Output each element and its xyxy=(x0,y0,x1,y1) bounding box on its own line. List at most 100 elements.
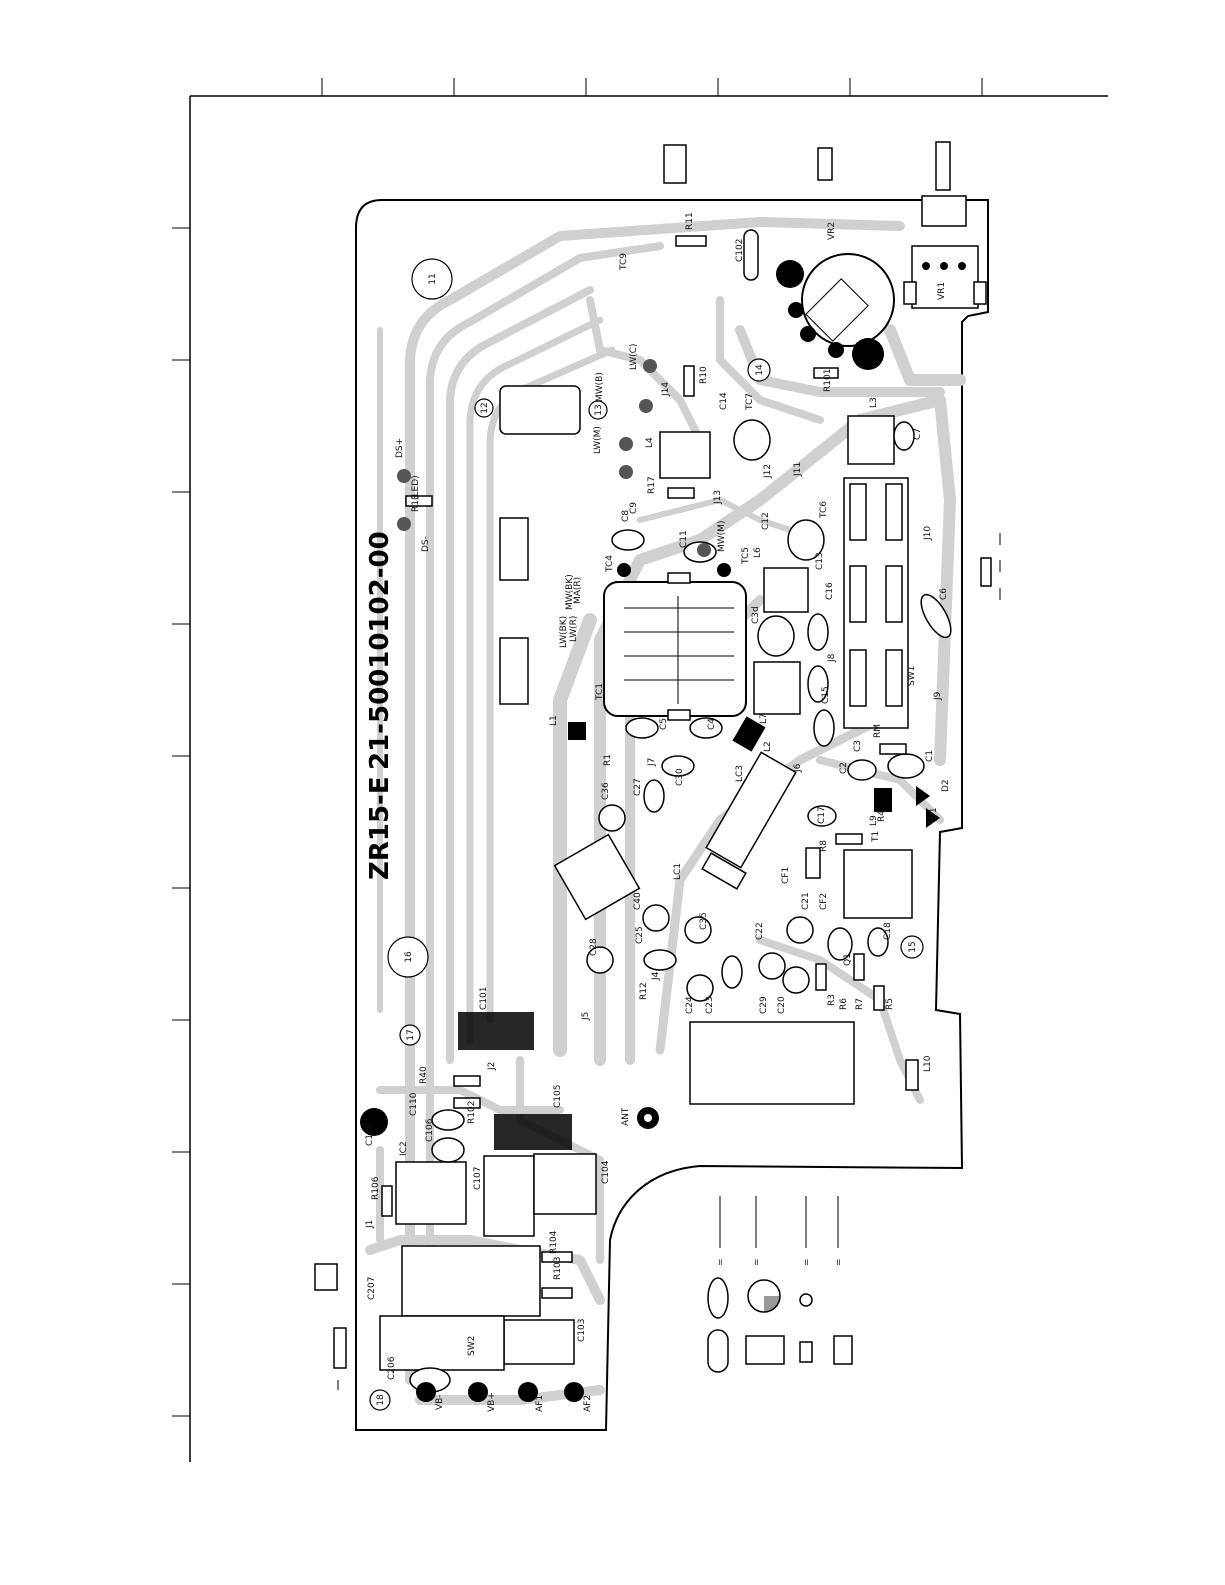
component-label-l6: L6 xyxy=(753,547,763,558)
component-label-lw-c-: LW(C) xyxy=(629,344,639,370)
component-label-r12: R12 xyxy=(639,982,649,1000)
component-label-c40: C40 xyxy=(633,892,643,910)
component-label-c104: C104 xyxy=(601,1160,611,1184)
component-label-mw-m-: MW(M) xyxy=(717,521,727,552)
component-label-mw-bk-: MW(BK) xyxy=(565,574,575,610)
component-label-c101: C101 xyxy=(479,987,489,1010)
component-label-c16: C16 xyxy=(825,582,835,600)
symbol-legend xyxy=(707,1196,853,1373)
coils xyxy=(553,415,913,921)
component-label-ma-r-: MA(R) xyxy=(573,577,583,604)
component-label-r13: R13 xyxy=(411,494,421,512)
component-label-ic2: IC2 xyxy=(399,1141,409,1156)
component-label-c3d: C3d xyxy=(751,606,761,624)
component-label-r5: R5 xyxy=(885,998,895,1010)
component-label-j13: J13 xyxy=(713,490,723,505)
component-label-r17: R17 xyxy=(647,476,657,494)
component-label-c20: C20 xyxy=(777,996,787,1014)
component-label-c12: C12 xyxy=(761,512,771,530)
tuning-capacitor-block xyxy=(603,563,747,721)
component-label-c4: C4 xyxy=(707,718,717,730)
mount-holes xyxy=(369,258,924,1411)
mount-hole-number-17: 17 xyxy=(406,1029,416,1040)
mount-hole-number-12: 12 xyxy=(480,402,490,413)
mount-hole-number-11: 11 xyxy=(428,273,438,284)
component-label-af1: AF1 xyxy=(535,1395,545,1412)
component-label-j5: J5 xyxy=(581,1012,591,1021)
component-label-r40: R40 xyxy=(419,1066,429,1084)
component-label-vb-: VB- xyxy=(435,1394,445,1410)
component-label-r3: R3 xyxy=(827,994,837,1006)
component-label-c1: C1 xyxy=(925,750,935,762)
mount-hole-number-15: 15 xyxy=(908,941,918,952)
part-number-label: 21-50010102-00 xyxy=(365,531,395,770)
component-label-c15: C15 xyxy=(821,686,831,704)
component-label-c105: C105 xyxy=(553,1085,563,1108)
component-label-l9: L9 xyxy=(869,815,879,826)
component-label-mw-b-: MW(B) xyxy=(595,372,605,402)
component-label-l7: L7 xyxy=(759,713,769,724)
component-label-j4: J4 xyxy=(651,971,661,981)
component-label-c11: C11 xyxy=(679,530,689,548)
component-label-tc9: TC9 xyxy=(619,253,629,271)
legend-equals-0: = xyxy=(716,1258,726,1266)
mount-hole-13 xyxy=(588,400,608,420)
legend-equals-2: = xyxy=(802,1258,812,1266)
component-label-j1: J1 xyxy=(365,1220,375,1229)
component-label-c29: C29 xyxy=(759,996,769,1014)
component-label-q1: Q1 xyxy=(843,953,853,966)
component-label-c106: C106 xyxy=(425,1118,435,1142)
component-label-sw1: SW1 xyxy=(907,666,917,686)
component-label-r106: R106 xyxy=(371,1176,381,1200)
component-label-tc1: TC1 xyxy=(595,683,605,701)
component-label-lw-m-: LW(M) xyxy=(593,426,603,454)
component-label-j9: J9 xyxy=(933,691,943,701)
component-label-l1: L1 xyxy=(549,715,559,726)
component-label-c36: C36 xyxy=(601,782,611,800)
mount-hole-15 xyxy=(900,935,924,959)
drawing-frame xyxy=(172,78,1108,1462)
component-label-j14: J14 xyxy=(661,382,671,397)
component-label-lc3: LC3 xyxy=(735,765,745,782)
component-label--led-: (LED) xyxy=(411,475,421,500)
vr1-potentiometer xyxy=(903,195,987,309)
component-label-c8: C8 xyxy=(621,510,631,522)
battery-and-output-terminals xyxy=(416,1382,584,1402)
component-label-l3: L3 xyxy=(869,397,879,408)
component-label-vr1: VR1 xyxy=(937,282,947,300)
mount-hole-number-14: 14 xyxy=(755,364,765,376)
mount-hole-18 xyxy=(369,1389,391,1411)
component-label-c207: C207 xyxy=(367,1277,377,1300)
component-label-c18: C18 xyxy=(883,922,893,940)
component-label-r8: R8 xyxy=(819,840,829,852)
legend-equals-1: = xyxy=(752,1258,762,1266)
component-label-lw-r-: LW(R) xyxy=(569,616,579,642)
component-label-c206: C206 xyxy=(387,1356,397,1380)
component-label-r102: R102 xyxy=(467,1101,477,1124)
component-label-rm: RM xyxy=(873,724,883,738)
component-label-tc4: TC4 xyxy=(605,555,615,573)
ceramic-capacitors xyxy=(409,229,952,1393)
legend-equals-3: = xyxy=(834,1258,844,1266)
component-label-c108: C108 xyxy=(365,1122,375,1146)
component-label-t1: T1 xyxy=(871,831,881,843)
mount-hole-11 xyxy=(411,258,453,300)
ics-and-blocks xyxy=(379,385,855,1371)
component-label-r11: R11 xyxy=(685,212,695,230)
component-label-j12: J12 xyxy=(763,464,773,479)
component-label-c14: C14 xyxy=(719,392,729,410)
component-label-lc1: LC1 xyxy=(673,863,683,880)
component-label-c9: C9 xyxy=(629,502,639,514)
component-label-ds-: DS- xyxy=(421,536,431,552)
component-label-r103: R103 xyxy=(553,1257,563,1280)
component-label-j7: J7 xyxy=(647,758,657,767)
component-label-cf2: CF2 xyxy=(819,893,829,910)
component-label-ds-: DS+ xyxy=(395,438,405,458)
component-label-c6: C6 xyxy=(939,588,949,600)
component-label-sw2: SW2 xyxy=(467,1336,477,1356)
component-label-tc5: TC5 xyxy=(741,547,751,565)
component-label-c30: C30 xyxy=(675,768,685,786)
component-label-r4: R4 xyxy=(877,810,887,822)
component-label-c28: C28 xyxy=(589,938,599,956)
component-label-vb-: VB+ xyxy=(487,1392,497,1412)
